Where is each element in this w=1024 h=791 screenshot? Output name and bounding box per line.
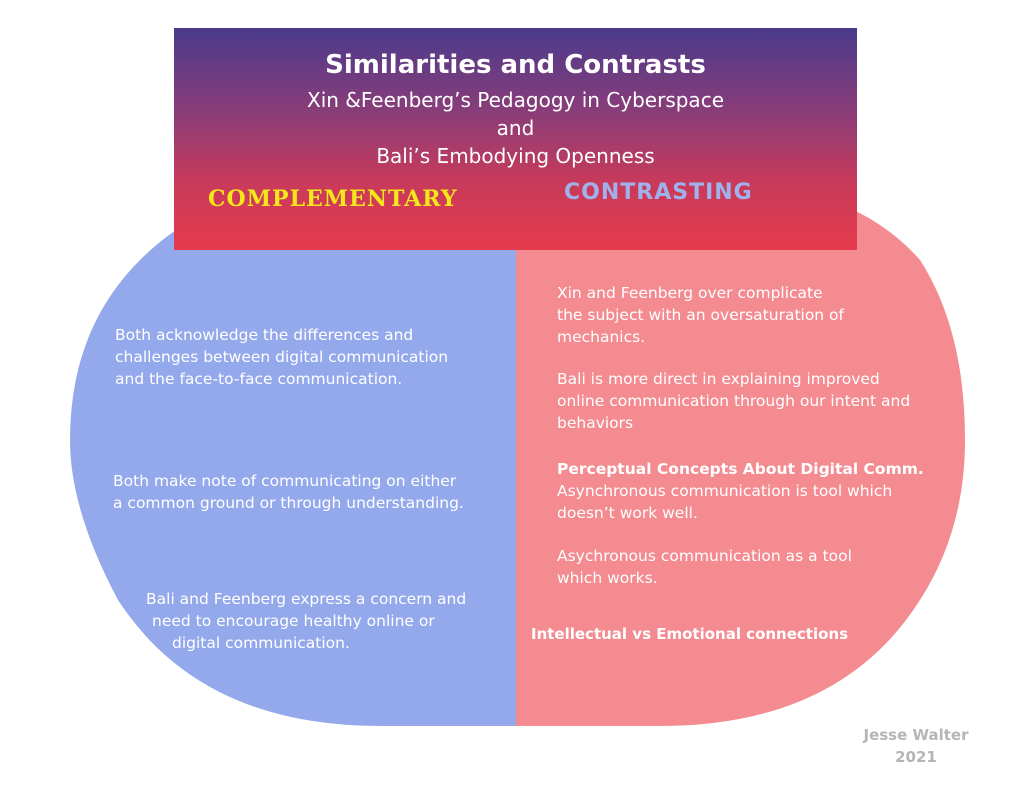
complementary-item-2: Both make note of communicating on eithe…	[113, 470, 464, 514]
contrasting-heading: Intellectual vs Emotional connections	[531, 625, 849, 643]
subtitle-line-1: Xin &Feenberg’s Pedagogy in Cyberspace	[307, 88, 724, 112]
page-title: Similarities and Contrasts	[325, 50, 706, 80]
complementary-item-1: Both acknowledge the differences and cha…	[115, 324, 448, 390]
text-line: Both acknowledge the differences and	[115, 326, 414, 344]
complementary-item-3: Bali and Feenberg express a concern and …	[146, 588, 466, 654]
text-line: need to encourage healthy online or	[152, 612, 435, 630]
author-name: Jesse Walter	[863, 726, 969, 744]
text-line: behaviors	[557, 414, 634, 432]
contrasting-label: CONTRASTING	[564, 180, 753, 205]
contrasting-item-1: Xin and Feenberg over complicate the sub…	[557, 282, 844, 348]
left-half-circle	[70, 180, 516, 726]
complementary-label: COMPLEMENTARY	[208, 186, 458, 212]
contrasting-item-2: Bali is more direct in explaining improv…	[557, 368, 910, 434]
subtitle-line-3: Bali’s Embodying Openness	[376, 144, 655, 168]
text-line: Both make note of communicating on eithe…	[113, 472, 457, 490]
credit-year: 2021	[895, 748, 937, 766]
text-line: Asynchronous communication is tool which	[557, 482, 893, 500]
text-line: Xin and Feenberg over complicate	[557, 284, 823, 302]
contrasting-heading: Perceptual Concepts About Digital Comm.	[557, 460, 924, 478]
text-line: Asychronous communication as a tool	[557, 547, 852, 565]
text-line: digital communication.	[172, 634, 350, 652]
author-credit: Jesse Walter 2021	[856, 724, 976, 768]
right-half-circle	[516, 180, 965, 726]
text-line: online communication through our intent …	[557, 392, 911, 410]
text-line: Bali and Feenberg express a concern and	[146, 590, 467, 608]
text-line: which works.	[557, 569, 658, 587]
text-line: Bali is more direct in explaining improv…	[557, 370, 880, 388]
text-line: challenges between digital communication	[115, 348, 449, 366]
text-line: the subject with an oversaturation of	[557, 306, 844, 324]
contrasting-item-5: Intellectual vs Emotional connections	[531, 623, 848, 645]
title-banner: Similarities and Contrasts Xin &Feenberg…	[174, 28, 857, 250]
contrasting-item-3: Perceptual Concepts About Digital Comm. …	[557, 458, 924, 524]
text-line: a common ground or through understanding…	[113, 494, 464, 512]
subtitle-line-2: and	[496, 116, 535, 140]
text-line: mechanics.	[557, 328, 646, 346]
contrasting-item-4: Asychronous communication as a tool whic…	[557, 545, 852, 589]
text-line: and the face-to-face communication.	[115, 370, 403, 388]
text-line: doesn’t work well.	[557, 504, 698, 522]
